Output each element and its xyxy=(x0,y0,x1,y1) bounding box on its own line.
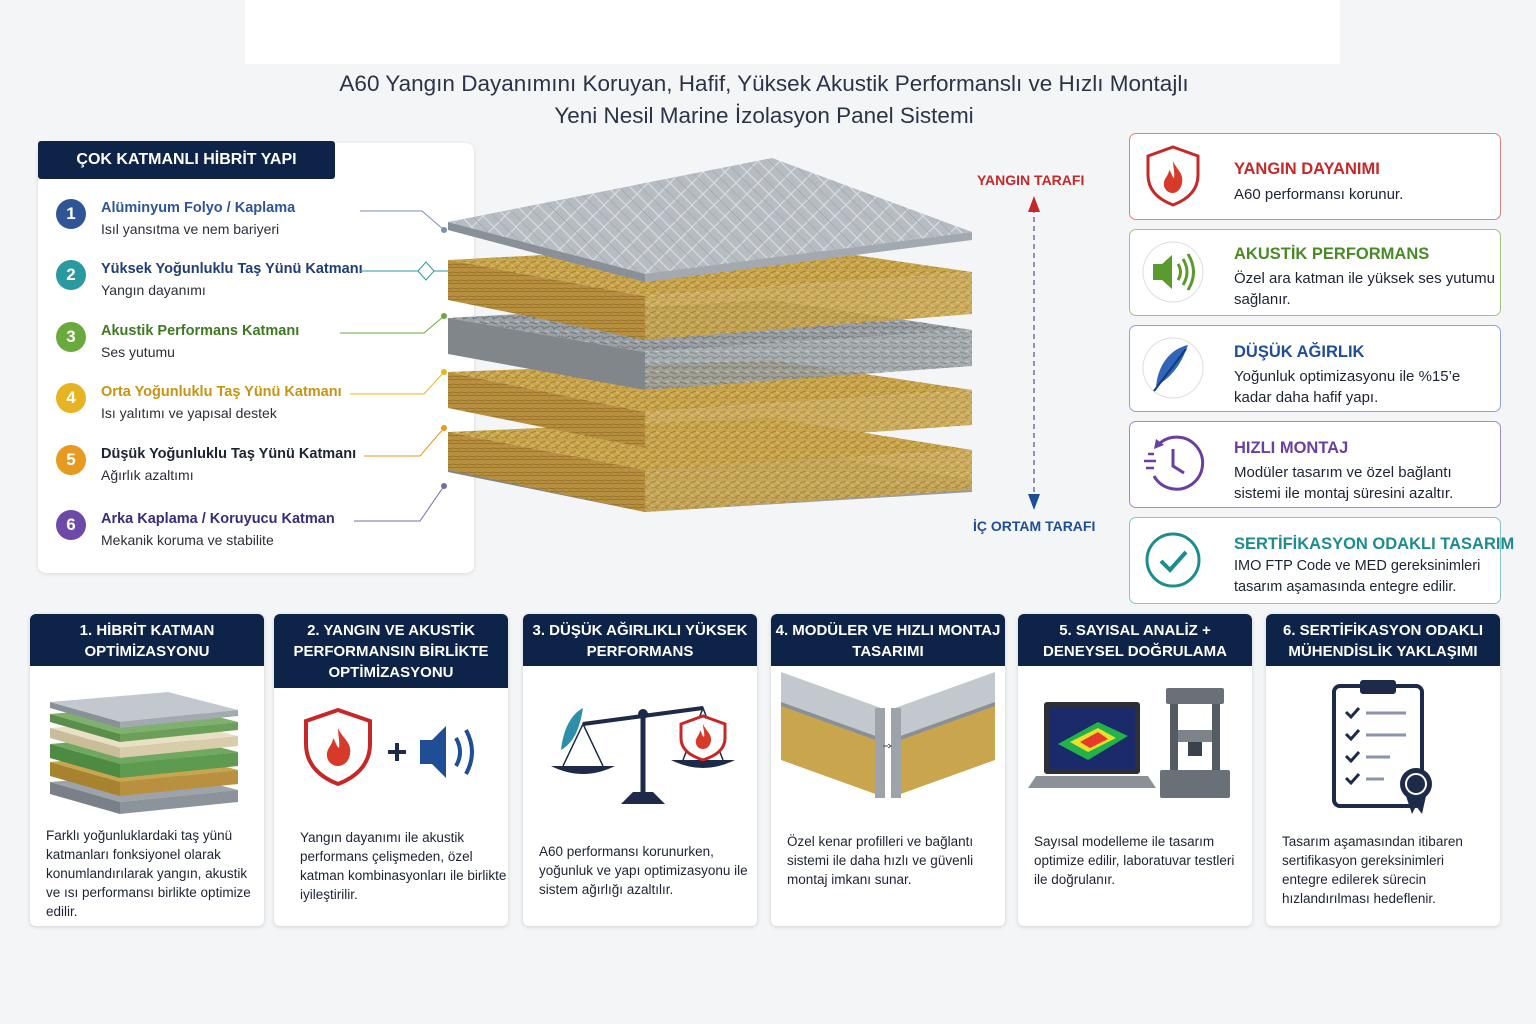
card-text: A60 performansı korunurken, yoğunluk ve … xyxy=(539,844,748,897)
feature-title: HIZLI MONTAJ xyxy=(1234,439,1349,457)
layer-desc: Isıl yansıtma ve nem bariyeri xyxy=(101,221,280,237)
leader-lines xyxy=(340,210,448,522)
layer-title: Orta Yoğunluklu Taş Yünü Katmanı xyxy=(101,384,342,400)
layer-title: Alüminyum Folyo / Kaplama xyxy=(101,200,296,216)
title-line-1: A60 Yangın Dayanımını Koruyan, Hafif, Yü… xyxy=(339,71,1189,96)
layer-number-badge: 6 xyxy=(56,510,86,540)
layer-desc: Mekanik koruma ve stabilite xyxy=(101,532,274,548)
feature-fast-assembly: HIZLI MONTAJ Modüler tasarım ve özel bağ… xyxy=(1129,421,1501,508)
layer-desc: Yangın dayanımı xyxy=(101,282,206,298)
balance-scale-icon xyxy=(551,705,735,804)
feature-title: DÜŞÜK AĞIRLIK xyxy=(1234,343,1365,361)
layer-title: Düşük Yoğunluklu Taş Yünü Katmanı xyxy=(101,446,357,462)
feature-desc: Özel ara katman ile yüksek ses yutumu sa… xyxy=(1234,270,1495,308)
card-text: Sayısal modelleme ile tasarım optimize e… xyxy=(1034,834,1235,887)
card-text: Tasarım aşamasından itibaren sertifikasy… xyxy=(1282,834,1463,906)
card-low-weight: 3. DÜŞÜK AĞIRLIKLI YÜKSEK PERFORMANS A60… xyxy=(523,614,757,926)
fire-to-inner-arrow xyxy=(1028,196,1040,510)
layer-title: Akustik Performans Katmanı xyxy=(101,323,300,339)
layer-number-badge: 4 xyxy=(56,383,86,413)
layer-number-badge: 2 xyxy=(56,260,86,290)
clock-icon xyxy=(1144,435,1205,491)
card-title: 1. HİBRİT KATMAN OPTİMİZASYONU xyxy=(30,614,264,666)
feature-desc: Modüler tasarım ve özel bağlantı sistemi… xyxy=(1234,464,1454,502)
card-certification: 6. SERTİFİKASYON ODAKLI MÜHENDİSLİK YAKL… xyxy=(1266,614,1500,926)
top-band xyxy=(245,0,1340,64)
card-hybrid-layer: 1. HİBRİT KATMAN OPTİMİZASYONU Farklı yo… xyxy=(30,614,264,926)
panel-exploded-diagram xyxy=(340,158,1040,522)
layer-desc: Isı yalıtımı ve yapısal destek xyxy=(101,405,277,421)
feature-fire-resistance: YANGIN DAYANIMI A60 performansı korunur. xyxy=(1129,133,1501,220)
inner-side-label: İÇ ORTAM TARAFI xyxy=(973,518,1096,534)
laptop-test-icon xyxy=(1028,688,1230,798)
layer-1-aluminium-foil xyxy=(448,158,972,282)
layer-number-badge: 1 xyxy=(56,199,86,229)
feature-desc: Yoğunluk optimizasyonu ile %15’e kadar d… xyxy=(1234,368,1461,406)
card-text: Yangın dayanımı ile akustik performans ç… xyxy=(300,830,507,902)
layers-stack-icon xyxy=(50,692,238,814)
panel-joint-icon xyxy=(781,672,995,798)
card-modular-assembly: 4. MODÜLER VE HIZLI MONTAJ TASARIMI Özel… xyxy=(771,614,1005,926)
layer-title: Yüksek Yoğunluklu Taş Yünü Katmanı xyxy=(101,261,363,277)
feature-title: YANGIN DAYANIMI xyxy=(1234,160,1380,178)
feature-desc: A60 performansı korunur. xyxy=(1234,186,1404,203)
layer-desc: Ağırlık azaltımı xyxy=(101,467,194,483)
feather-icon xyxy=(1142,337,1204,399)
speaker-icon xyxy=(1142,241,1204,303)
card-text: Özel kenar profilleri ve bağlantı sistem… xyxy=(787,834,974,887)
layers-heading: ÇOK KATMANLI HİBRİT YAPI xyxy=(38,141,335,179)
card-title: 3. DÜŞÜK AĞIRLIKLI YÜKSEK PERFORMANS xyxy=(523,614,757,666)
card-fire-acoustic: 2. YANGIN VE AKUSTİK PERFORMANSIN BİRLİK… xyxy=(274,614,508,926)
card-title: 6. SERTİFİKASYON ODAKLI MÜHENDİSLİK YAKL… xyxy=(1266,614,1500,666)
card-title: 4. MODÜLER VE HIZLI MONTAJ TASARIMI xyxy=(771,614,1005,666)
card-analysis-validation: 5. SAYISAL ANALİZ + DENEYSEL DOĞRULAMA S… xyxy=(1018,614,1252,926)
layer-number-badge: 5 xyxy=(56,445,86,475)
fire-side-label: YANGIN TARAFI xyxy=(977,172,1085,188)
layer-number-badge: 3 xyxy=(56,322,86,352)
feature-title: SERTİFİKASYON ODAKLI TASARIM xyxy=(1234,535,1515,553)
card-text: Farklı yoğunluklardaki taş yünü katmanla… xyxy=(46,828,251,919)
fire-shield-icon xyxy=(1146,145,1200,207)
feature-certification: SERTİFİKASYON ODAKLI TASARIM IMO FTP Cod… xyxy=(1129,517,1514,604)
card-title: 5. SAYISAL ANALİZ + DENEYSEL DOĞRULAMA xyxy=(1018,614,1252,666)
clipboard-certificate-icon xyxy=(1332,680,1432,814)
check-icon xyxy=(1145,532,1201,588)
feature-desc: IMO FTP Code ve MED gereksinimleri tasar… xyxy=(1234,558,1481,595)
title-line-2: Yeni Nesil Marine İzolasyon Panel Sistem… xyxy=(554,103,974,128)
fire-plus-sound-icon xyxy=(304,707,474,787)
feature-title: AKUSTİK PERFORMANS xyxy=(1234,245,1430,263)
page-title: A60 Yangın Dayanımını Koruyan, Hafif, Yü… xyxy=(0,68,1528,132)
feature-low-weight: DÜŞÜK AĞIRLIK Yoğunluk optimizasyonu ile… xyxy=(1129,325,1501,412)
feature-acoustic: AKUSTİK PERFORMANS Özel ara katman ile y… xyxy=(1129,229,1501,316)
layer-title: Arka Kaplama / Koruyucu Katman xyxy=(101,511,335,527)
card-title: 2. YANGIN VE AKUSTİK PERFORMANSIN BİRLİK… xyxy=(274,614,508,688)
layer-desc: Ses yutumu xyxy=(101,344,175,360)
layers-card xyxy=(38,143,474,573)
